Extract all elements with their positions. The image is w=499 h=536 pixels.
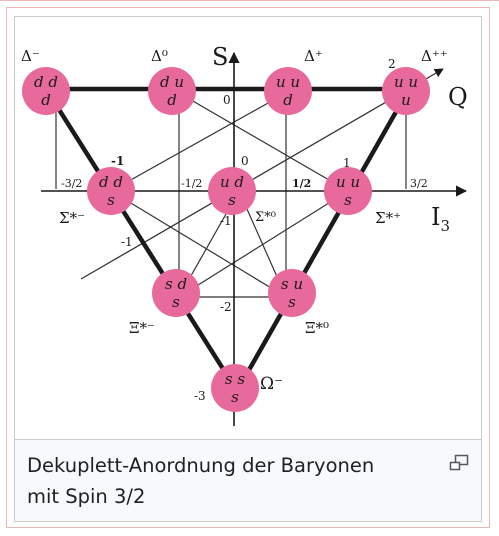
- i3-axis-label: I3: [431, 203, 450, 235]
- svg-text:d d: d d: [99, 173, 123, 191]
- triangle-edges: [43, 86, 412, 394]
- svg-text:-1: -1: [111, 154, 124, 168]
- enlarge-icon[interactable]: [449, 454, 469, 472]
- svg-text:3/2: 3/2: [410, 177, 428, 190]
- figure-image[interactable]: d d d d u d u u d u u u d d s u d s: [14, 16, 482, 440]
- svg-text:s: s: [172, 293, 180, 311]
- label-sigma-plus: Σ*⁺: [375, 209, 401, 227]
- s-axis-label: S: [212, 43, 228, 71]
- label-delta-plus: Δ⁺: [304, 47, 323, 65]
- svg-text:d: d: [167, 91, 177, 109]
- svg-text:s s: s s: [225, 370, 245, 388]
- top-border: [0, 0, 499, 1]
- svg-text:u u: u u: [394, 73, 418, 91]
- svg-text:s: s: [107, 191, 115, 209]
- svg-text:s u: s u: [281, 275, 303, 293]
- q-tick-labels: 2 1 0 -1 -1: [111, 57, 396, 249]
- particle-sigma-zero: u d s: [208, 167, 256, 215]
- label-delta-plusplus: Δ⁺⁺: [421, 47, 448, 65]
- label-delta-zero: Δ⁰: [151, 47, 168, 65]
- particle-sigma-minus: d d s: [87, 167, 135, 215]
- particle-xi-minus: s d s: [152, 269, 200, 317]
- svg-text:1: 1: [343, 156, 351, 170]
- svg-text:s: s: [344, 191, 352, 209]
- svg-text:1/2: 1/2: [292, 177, 311, 190]
- particle-sigma-plus: u u s: [324, 167, 372, 215]
- figure-caption: Dekuplett-Anordnung der Baryonen mit Spi…: [14, 440, 482, 522]
- caption-line-1: Dekuplett-Anordnung der Baryonen: [27, 454, 375, 477]
- svg-text:2: 2: [388, 57, 396, 71]
- svg-text:-1/2: -1/2: [181, 177, 202, 190]
- svg-text:u d: u d: [220, 173, 244, 191]
- s-tick-labels: 0 -1 -2 -3: [194, 93, 232, 403]
- svg-text:s: s: [231, 388, 239, 406]
- svg-text:-3/2: -3/2: [61, 177, 82, 190]
- particle-delta-minus: d d d: [22, 67, 70, 115]
- svg-text:0: 0: [223, 93, 231, 107]
- svg-text:d u: d u: [160, 73, 184, 91]
- svg-text:d d: d d: [34, 73, 58, 91]
- label-sigma-zero: Σ*⁰: [255, 210, 276, 225]
- i3-tick-labels: -3/2 -1/2 1/2 3/2: [61, 177, 428, 190]
- baryon-decuplet-diagram: d d d d u d u u d u u u d d s u d s: [21, 43, 468, 426]
- particle-delta-plus: u u d: [264, 67, 312, 115]
- label-xi-zero: Ξ*⁰: [305, 319, 329, 337]
- caption-text: Dekuplett-Anordnung der Baryonen mit Spi…: [27, 450, 437, 512]
- svg-text:s d: s d: [165, 275, 187, 293]
- q-axis-label: Q: [448, 83, 468, 111]
- svg-text:d: d: [41, 91, 51, 109]
- svg-text:0: 0: [241, 154, 249, 168]
- svg-text:d: d: [283, 91, 293, 109]
- svg-text:u: u: [401, 91, 411, 109]
- label-xi-minus: Ξ*⁻: [129, 319, 155, 337]
- svg-text:-1: -1: [220, 214, 232, 228]
- caption-line-2: mit Spin 3/2: [27, 485, 146, 508]
- particle-name-labels: Δ⁻ Δ⁰ Δ⁺ Δ⁺⁺ Σ*⁻ Σ*⁰ Σ*⁺ Ξ*⁻ Ξ*⁰ Ω⁻: [21, 47, 448, 394]
- particle-delta-plusplus: u u u: [382, 67, 430, 115]
- svg-text:s: s: [288, 293, 296, 311]
- svg-text:u u: u u: [276, 73, 300, 91]
- label-sigma-minus: Σ*⁻: [59, 209, 85, 227]
- particle-omega-minus: s s s: [211, 364, 259, 412]
- label-delta-minus: Δ⁻: [21, 47, 40, 65]
- svg-text:-2: -2: [220, 300, 232, 314]
- particle-xi-zero: s u s: [268, 269, 316, 317]
- svg-text:s: s: [228, 191, 236, 209]
- svg-text:u u: u u: [336, 173, 360, 191]
- label-omega-minus: Ω⁻: [260, 374, 283, 394]
- particle-delta-zero: d u d: [148, 67, 196, 115]
- svg-text:-3: -3: [194, 389, 206, 403]
- svg-text:-1: -1: [121, 235, 133, 249]
- q-axis: [80, 68, 444, 280]
